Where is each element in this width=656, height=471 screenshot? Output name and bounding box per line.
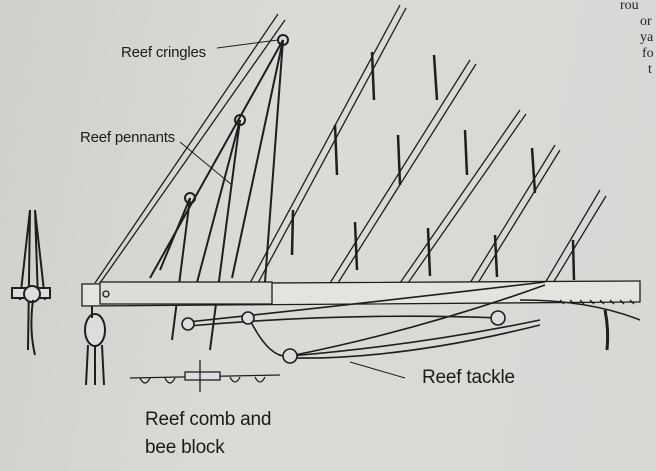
- bee-block-tackle: [84, 306, 106, 386]
- label-reef-comb-line1: Reef comb and: [145, 409, 272, 430]
- reef-tackle-lines: [181, 281, 641, 364]
- label-reef-tackle: Reef tackle: [422, 367, 515, 388]
- text-fragment: ya: [640, 30, 654, 45]
- text-fragment: or: [640, 14, 652, 29]
- label-reef-cringles: Reef cringles: [121, 44, 206, 61]
- text-fragment: rou: [620, 0, 639, 13]
- reef-points: [290, 51, 576, 281]
- label-reef-pennants: Reef pennants: [80, 129, 175, 146]
- label-reef-comb-line2: bee block: [145, 437, 225, 458]
- reef-pennants: [149, 34, 289, 351]
- reef-comb-diagram: [129, 360, 281, 392]
- leader-lines: [179, 39, 406, 379]
- text-fragment: t: [648, 62, 652, 77]
- side-block-detail: [11, 209, 51, 356]
- text-fragment: fo: [642, 46, 654, 61]
